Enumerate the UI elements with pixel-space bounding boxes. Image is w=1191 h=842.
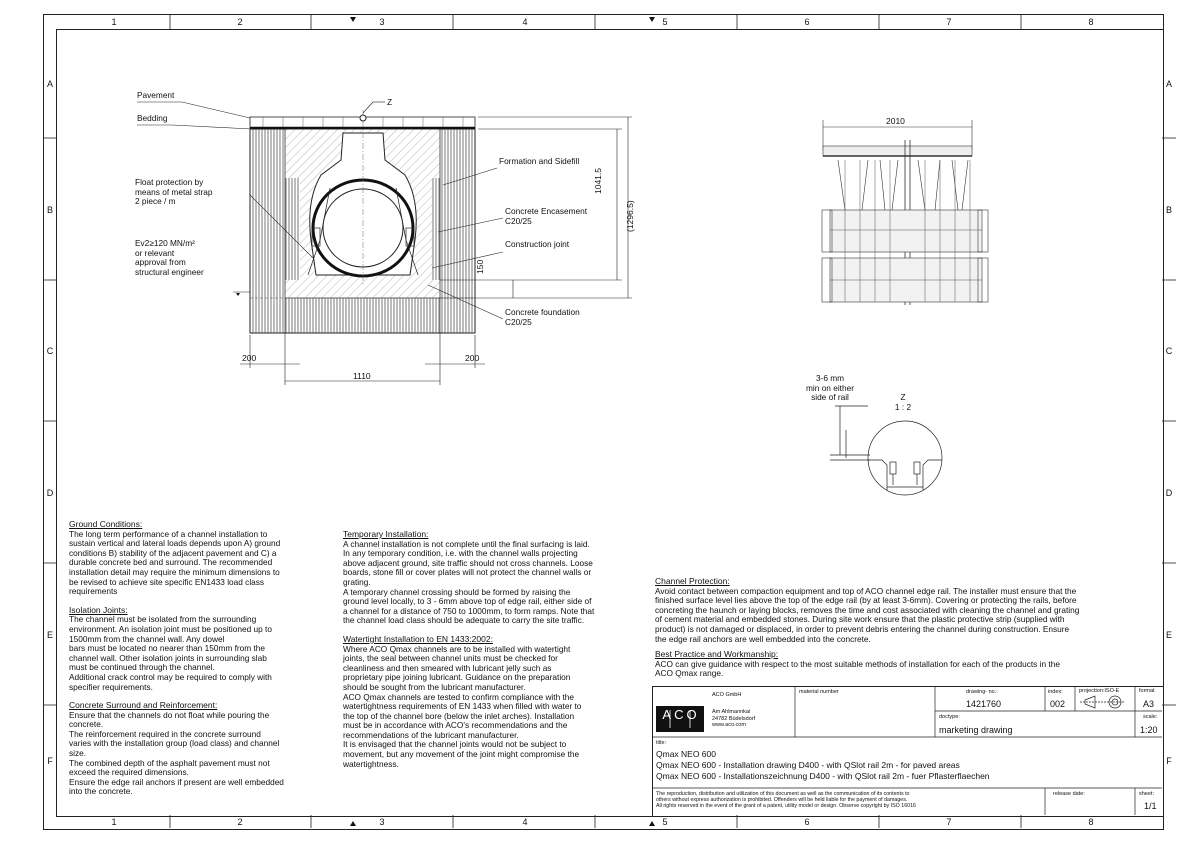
material-number-label: material number <box>799 689 839 695</box>
zone-row-c-left: C <box>46 346 54 356</box>
aco-logo: ACO <box>662 707 700 722</box>
zone-row-e-left: E <box>46 630 53 640</box>
zone-col-1-top: 1 <box>111 17 117 27</box>
label-float-protection: Float protection by means of metal strap… <box>135 177 213 206</box>
label-pavement: Pavement <box>137 90 175 100</box>
dim-side-width: 2010 <box>886 116 905 126</box>
zone-row-c-right: C <box>1165 346 1173 356</box>
label-construction-joint: Construction joint <box>505 239 570 249</box>
zone-col-4-bottom: 4 <box>522 817 528 827</box>
zone-col-3-top: 3 <box>379 17 385 27</box>
zone-col-4-top: 4 <box>522 17 528 27</box>
index-label: index: <box>1048 689 1063 695</box>
release-date-label: release date: <box>1053 791 1085 797</box>
dim-height-total: (1296.5) <box>625 200 635 232</box>
notes-column-2: Temporary Installation: A channel instal… <box>343 529 628 769</box>
zone-row-a-right: A <box>1165 79 1172 89</box>
note-heading: Channel Protection: <box>655 576 730 586</box>
dim-right: 200 <box>465 353 480 363</box>
projection-label: projection:ISO-E <box>1079 688 1120 694</box>
drawing-no: 1421760 <box>966 699 1002 709</box>
detail-note: 3-6 mm min on either side of rail <box>806 373 854 402</box>
doctype: marketing drawing <box>939 725 1013 735</box>
zone-col-7-top: 7 <box>946 17 952 27</box>
zone-row-f-right: F <box>1166 756 1172 766</box>
dim-width: 1110 <box>353 371 371 381</box>
dim-foundation: 150 <box>475 259 485 274</box>
zone-col-8-bottom: 8 <box>1088 817 1094 827</box>
company-address: Am Ahlmannkai 24782 Büdelsdorf www.aco.c… <box>712 709 756 728</box>
copyright-notice: The reproduction, distribution and utili… <box>656 791 916 809</box>
title-block-lines <box>652 686 1162 815</box>
aco-logo-box <box>656 706 704 732</box>
note-heading: Best Practice and Workmanship: <box>655 649 779 660</box>
zone-col-8-top: 8 <box>1088 17 1094 27</box>
zone-row-a-left: A <box>46 79 53 89</box>
note-heading: Ground Conditions: <box>69 519 143 529</box>
inner-border <box>56 29 1164 817</box>
drawing-titles: Qmax NEO 600 Qmax NEO 600 - Installation… <box>656 749 990 781</box>
zone-row-d-left: D <box>46 488 54 498</box>
side-view <box>821 120 989 305</box>
cross-section <box>137 101 632 385</box>
detail-z <box>830 405 943 496</box>
scale-label: scale: <box>1143 714 1158 720</box>
company-name: ACO GmbH <box>712 692 742 698</box>
title-label: title: <box>656 740 667 746</box>
doctype-label: doctype: <box>939 714 960 720</box>
zone-row-b-left: B <box>46 205 53 215</box>
label-encasement: Concrete Encasement C20/25 <box>505 206 588 226</box>
label-z-marker: Z <box>387 97 393 107</box>
sheet-label: sheet: <box>1139 791 1154 797</box>
zone-col-1-bottom: 1 <box>111 817 117 827</box>
zone-row-f-left: F <box>47 756 53 766</box>
zone-col-7-bottom: 7 <box>946 817 952 827</box>
zone-col-5-bottom: 5 <box>662 817 668 827</box>
scale: 1:20 <box>1140 725 1158 735</box>
format: A3 <box>1143 699 1155 709</box>
note-heading: Concrete Surround and Reinforcement: <box>69 700 218 711</box>
label-ev2: Ev2≥120 MN/m² or relevant approval from … <box>135 238 204 277</box>
label-formation: Formation and Sidefill <box>499 156 580 166</box>
zone-col-6-top: 6 <box>804 17 810 27</box>
aco-logo-lines <box>669 710 691 728</box>
notes-column-1: Ground Conditions: The long term perform… <box>69 519 329 797</box>
note-heading: Temporary Installation: <box>343 529 429 539</box>
center-arrows <box>350 17 655 826</box>
zone-ticks <box>43 14 1176 828</box>
zone-col-3-bottom: 3 <box>379 817 385 827</box>
dim-left: 200 <box>242 353 257 363</box>
title-block: ACO ACO GmbH Am Ahlmannkai 24782 Büdelsd… <box>652 686 1164 817</box>
format-label: format <box>1139 688 1155 694</box>
zone-col-2-bottom: 2 <box>237 817 243 827</box>
sheet: 1/1 <box>1144 801 1157 811</box>
label-foundation: Concrete foundation C20/25 <box>505 307 580 327</box>
dim-height: 1041.5 <box>593 168 603 194</box>
note-heading: Isolation Joints: <box>69 604 128 615</box>
label-bedding: Bedding <box>137 113 168 123</box>
notes-column-3: Channel Protection: Avoid contact betwee… <box>655 576 1160 679</box>
detail-title: Z 1 : 2 <box>894 392 912 412</box>
zone-col-5-top: 5 <box>662 17 668 27</box>
zone-row-e-right: E <box>1165 630 1172 640</box>
index: 002 <box>1050 699 1066 709</box>
drawing-no-label: drawing- no.: <box>966 689 998 695</box>
zone-row-b-right: B <box>1165 205 1172 215</box>
projection-symbol <box>1080 695 1124 709</box>
note-heading: Watertight Installation to EN 1433:2002: <box>343 633 493 644</box>
zone-row-d-right: D <box>1165 488 1173 498</box>
zone-col-2-top: 2 <box>237 17 243 27</box>
zone-col-6-bottom: 6 <box>804 817 810 827</box>
